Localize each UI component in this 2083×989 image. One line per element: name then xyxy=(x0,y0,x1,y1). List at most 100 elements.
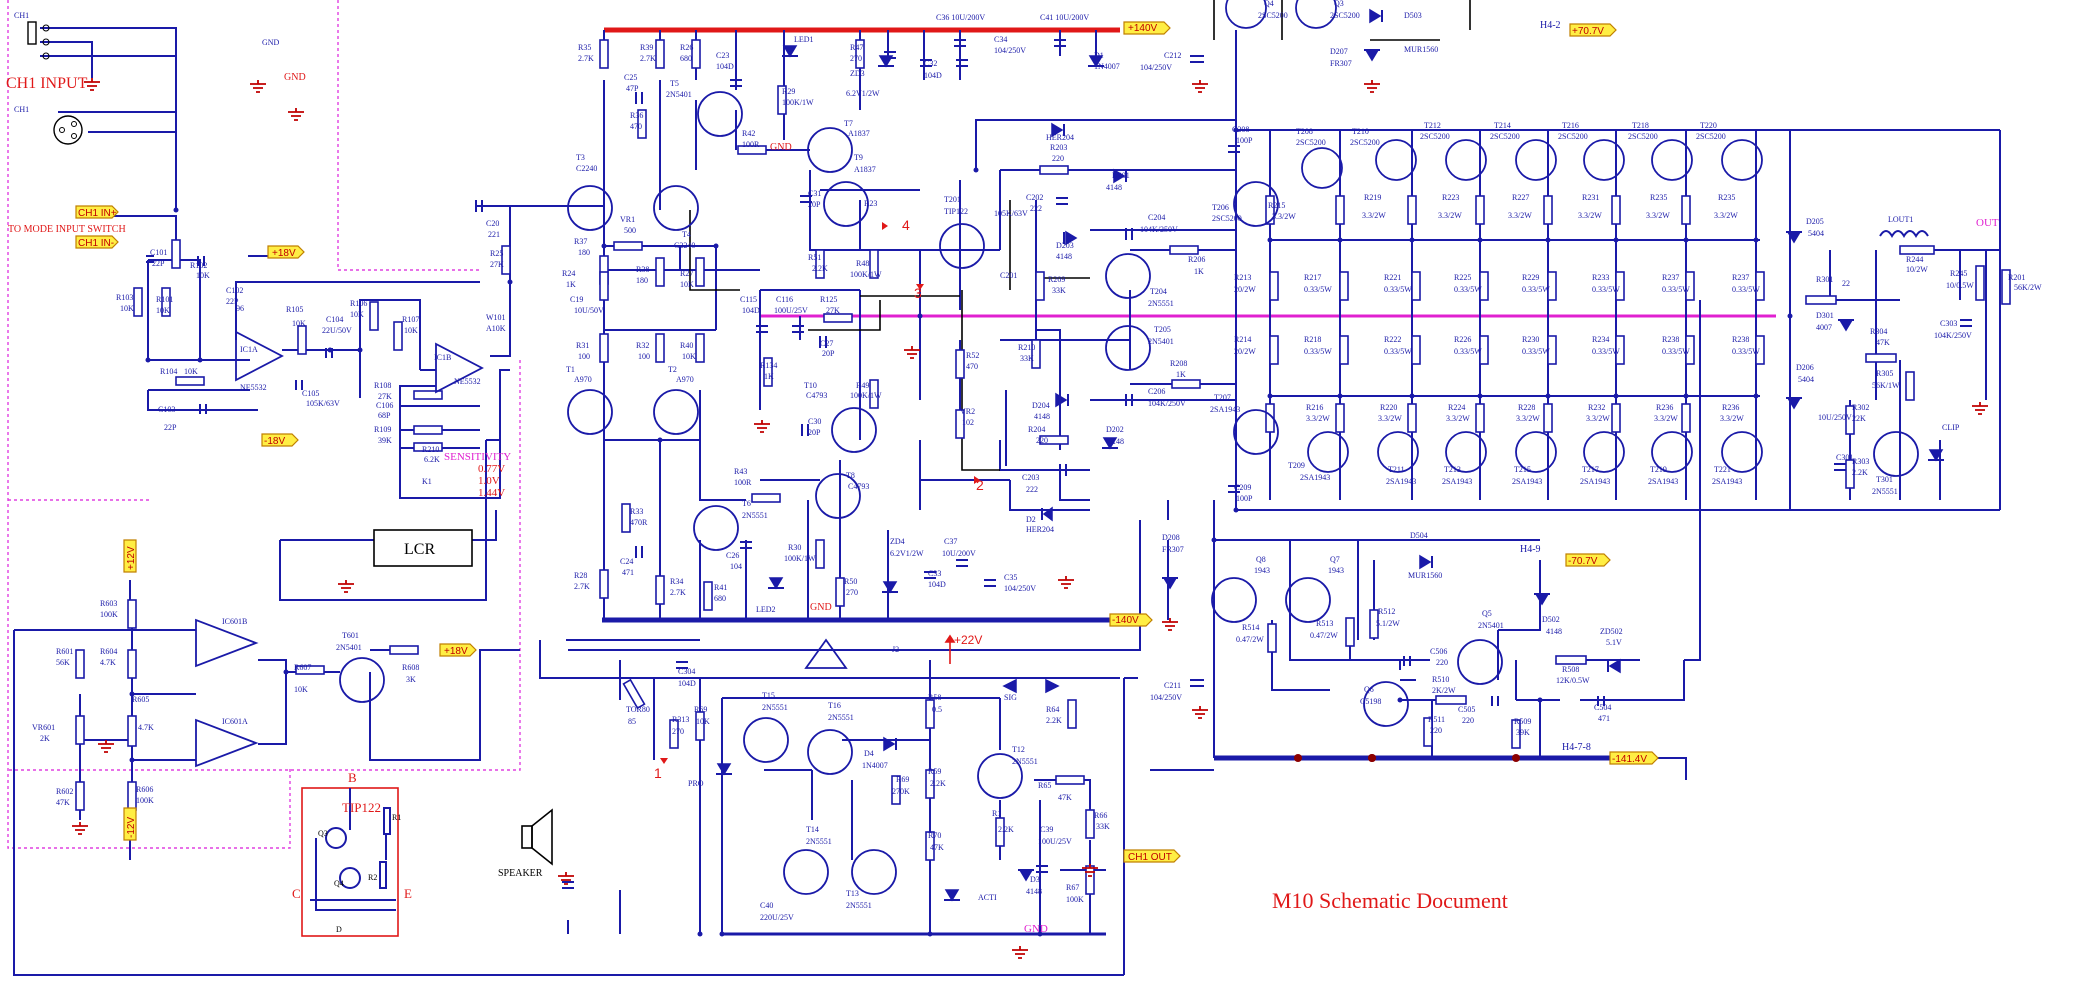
component-label: 220 xyxy=(1430,726,1442,735)
component-label: R236 xyxy=(1656,403,1673,412)
component-label: C304 xyxy=(678,667,695,676)
component-label: A1837 xyxy=(854,165,876,174)
component-label: ZD3 xyxy=(850,69,865,78)
component-label: Q4 xyxy=(1264,0,1274,8)
sensitivity-value-1: 0.77V xyxy=(478,463,505,475)
component-label: R606 xyxy=(136,785,153,794)
component-label: Q6 xyxy=(1364,685,1374,694)
component-label: 0.33/5W xyxy=(1732,347,1760,356)
component-label: C2240 xyxy=(674,241,695,250)
component-label: ACTI xyxy=(978,893,997,902)
component-label: C104 xyxy=(326,315,343,324)
component-label: D205 xyxy=(1806,217,1824,226)
document-title: M10 Schematic Document xyxy=(1272,888,1508,913)
component-label: R302 xyxy=(1852,403,1869,412)
component-label: 6.2K xyxy=(424,455,440,464)
component-label: T207 xyxy=(1214,393,1231,402)
component-label: T4 xyxy=(682,230,691,239)
component-label: 22P xyxy=(164,423,177,432)
component-label: 0.33/5W xyxy=(1592,285,1620,294)
svg-text:+70.7V: +70.7V xyxy=(1572,26,1604,37)
component-label: SIG xyxy=(1004,693,1017,702)
component-label: R231 xyxy=(1582,193,1599,202)
component-label: 4148 xyxy=(1026,887,1042,896)
component-label: R69 xyxy=(694,705,707,714)
component-label: R203 xyxy=(1050,143,1067,152)
component-label: C23 xyxy=(716,51,729,60)
component-label: 6.2V1/2W xyxy=(890,549,924,558)
component-label: R27 xyxy=(680,269,693,278)
component-label: R104 xyxy=(160,367,177,376)
component-label: 22P xyxy=(152,259,165,268)
component-label: R244 xyxy=(1906,255,1923,264)
sensitivity-value-3: 1.44V xyxy=(478,487,505,499)
component-label: 100K/1W xyxy=(850,270,882,279)
component-label: 10K xyxy=(350,310,364,319)
component-label: 100R xyxy=(742,140,760,149)
tag-m1414: -141.4V xyxy=(1609,751,1659,765)
component-label: 220U/25V xyxy=(760,913,794,922)
component-label: R39 xyxy=(640,43,653,52)
component-label: R230 xyxy=(1522,335,1539,344)
svg-text:-141.4V: -141.4V xyxy=(1612,754,1647,765)
component-label: T3 xyxy=(576,153,585,162)
component-label: R36 xyxy=(630,111,643,120)
component-label: 1N4007 xyxy=(1094,62,1120,71)
component-label: 5.1V xyxy=(1606,638,1622,647)
component-label: 2SC5200 xyxy=(1420,132,1450,141)
component-label: 2K/2W xyxy=(1432,686,1456,695)
component-label: 27K xyxy=(826,306,840,315)
component-label: 1943 xyxy=(1328,566,1344,575)
component-label: PRO xyxy=(688,779,704,788)
component-label: R509 xyxy=(1514,717,1531,726)
component-label: 56K/2W xyxy=(2014,283,2042,292)
svg-text:-12V: -12V xyxy=(126,817,137,838)
component-label: R301 xyxy=(1816,275,1833,284)
component-label: 3.3/2W xyxy=(1586,414,1610,423)
component-label: 2SC5200 xyxy=(1696,132,1726,141)
component-label: R69 xyxy=(896,775,909,784)
component-label: R607 xyxy=(294,663,311,672)
component-label: 100K/1W xyxy=(782,98,814,107)
component-label: 2SA1943 xyxy=(1210,405,1240,414)
tip122-q3: Q3 xyxy=(318,829,328,838)
component-label: 2SC5200 xyxy=(1330,11,1360,20)
component-label: R103 xyxy=(116,293,133,302)
component-label: R601 xyxy=(56,647,73,656)
component-label: T217 xyxy=(1582,465,1599,474)
component-label: R25 xyxy=(490,249,503,258)
component-label: R208 xyxy=(1170,359,1187,368)
component-label: 10K xyxy=(294,685,308,694)
component-label: 2SC5200 xyxy=(1558,132,1588,141)
component-label: 6.2V1/2W xyxy=(846,89,880,98)
component-label: R209 xyxy=(1048,275,1065,284)
component-label: 100K xyxy=(136,796,154,805)
component-label: R42 xyxy=(742,129,755,138)
component-label: 2N5551 xyxy=(806,837,832,846)
component-label: R58 xyxy=(928,693,941,702)
component-label: 471 xyxy=(622,568,634,577)
component-label: 2N5401 xyxy=(666,90,692,99)
component-label: 20/2W xyxy=(1234,285,1256,294)
component-label: R238 xyxy=(1732,335,1749,344)
component-label: 39K xyxy=(378,436,392,445)
component-label: 10K xyxy=(682,352,696,361)
component-label: 222 xyxy=(1026,485,1038,494)
component-label: 104D xyxy=(678,679,696,688)
component-label: 100K xyxy=(100,610,118,619)
component-label: 100K xyxy=(1066,895,1084,904)
component-label: T13 xyxy=(846,889,859,898)
component-label: 180 xyxy=(636,276,648,285)
svg-text:+18V: +18V xyxy=(444,646,468,657)
component-label: 33K xyxy=(1052,286,1066,295)
component-label: D301 xyxy=(1816,311,1834,320)
component-label: 470R xyxy=(630,518,648,527)
component-label: D204 xyxy=(1032,401,1050,410)
component-label: R304 xyxy=(1870,327,1887,336)
capacitors xyxy=(146,39,1972,889)
component-label: 180 xyxy=(578,248,590,257)
speaker-icon xyxy=(521,808,553,866)
component-label: T14 xyxy=(806,825,819,834)
component-label: LED2 xyxy=(756,605,776,614)
component-label: R228 xyxy=(1518,403,1535,412)
